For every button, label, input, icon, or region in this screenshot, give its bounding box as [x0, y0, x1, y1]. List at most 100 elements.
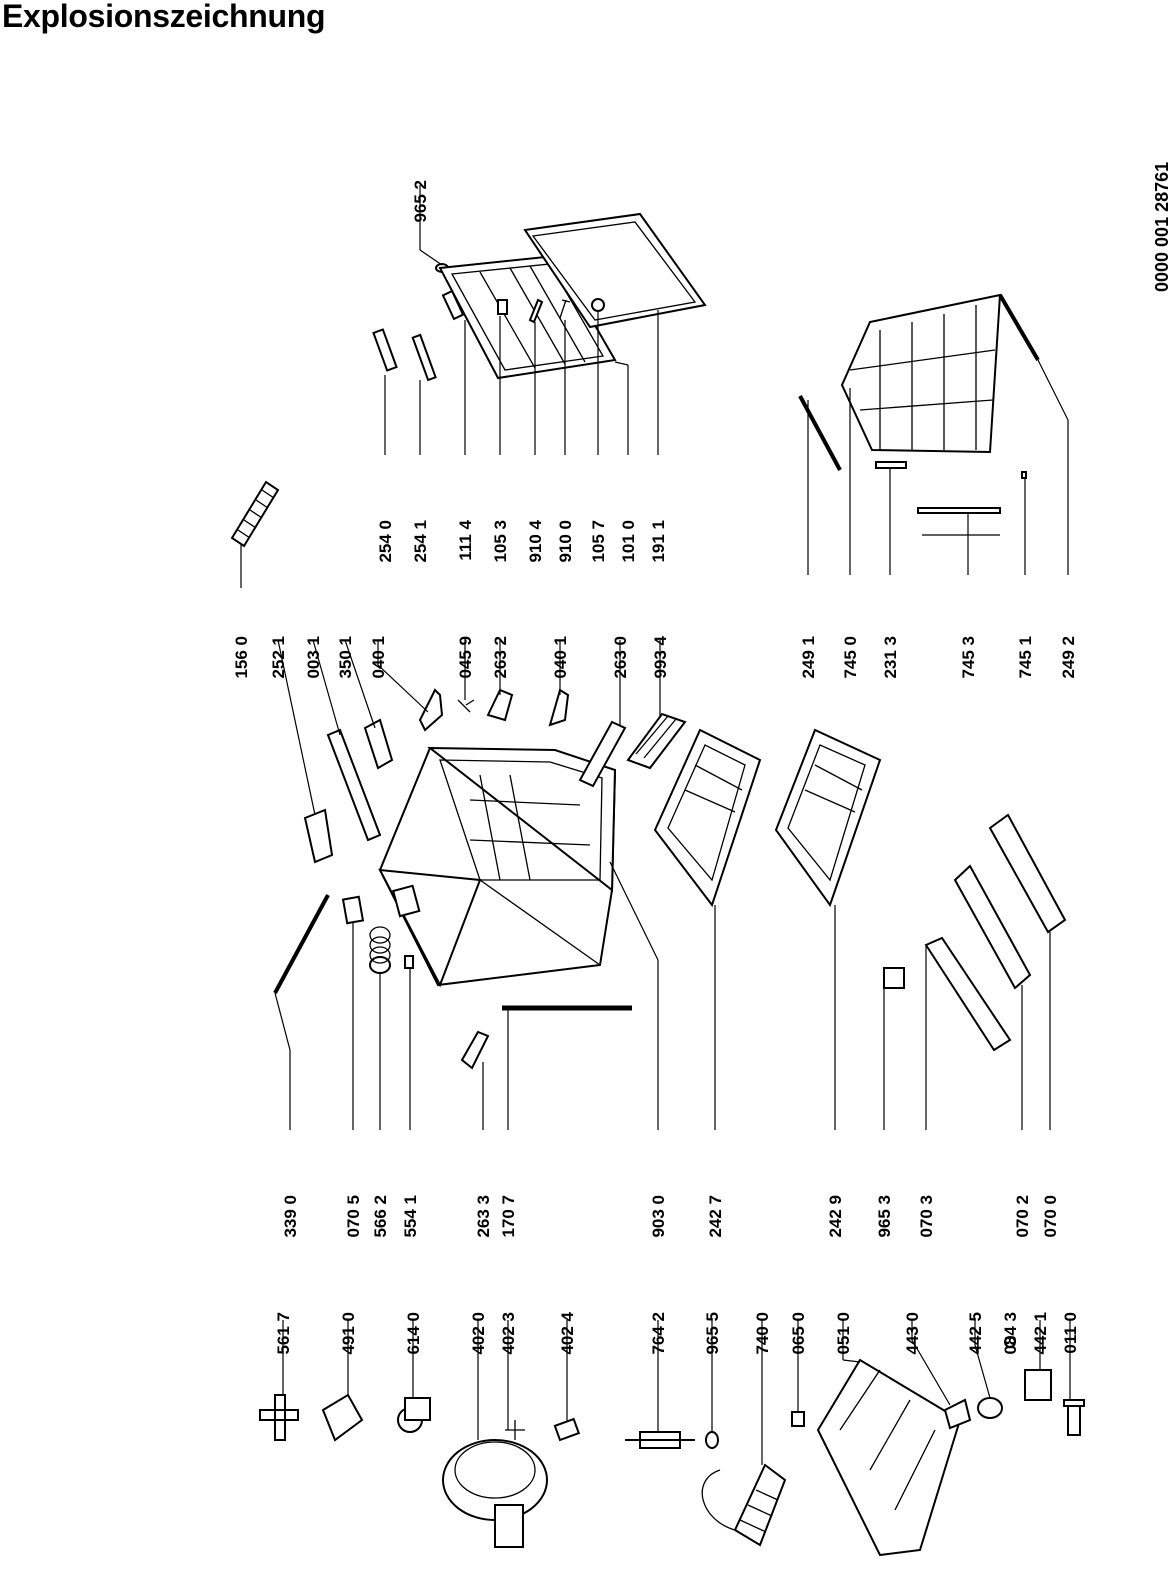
part-label: 442 5 — [966, 1312, 985, 1355]
part-label: 003 1 — [304, 636, 323, 679]
part-label: 070 3 — [917, 1195, 936, 1238]
hinge-part — [418, 688, 444, 732]
thermostat-part — [259, 1394, 299, 1441]
pin-part — [1021, 471, 1027, 479]
lamp-part — [397, 1397, 431, 1433]
small-part — [1004, 1336, 1016, 1348]
part-label: 350 1 — [336, 636, 355, 679]
small-part — [977, 1397, 1003, 1419]
bracket-part — [1024, 1369, 1052, 1401]
small-part — [441, 289, 465, 321]
document-id: 0000 001 28761 — [1152, 162, 1172, 292]
part-label: 105 3 — [491, 520, 510, 563]
panel-part — [988, 813, 1067, 934]
cover-part — [578, 720, 627, 788]
part-label: 051 0 — [834, 1312, 853, 1355]
rod-part — [273, 894, 330, 994]
leader-lines — [240, 185, 1071, 1465]
small-part — [705, 1431, 719, 1449]
part-label: 065 0 — [789, 1312, 808, 1355]
rail-part — [303, 808, 334, 864]
part-label: 111 4 — [456, 519, 475, 560]
part-label: 903 0 — [649, 1195, 668, 1238]
part-label: 191 1 — [649, 520, 668, 563]
part-label: 402 3 — [499, 1312, 518, 1355]
small-part — [404, 955, 414, 969]
part-label: 040 1 — [369, 636, 388, 679]
handle-part — [372, 328, 398, 372]
part-label: 040 1 — [551, 636, 570, 679]
part-label: 070 0 — [1041, 1195, 1060, 1238]
hinge-part — [363, 718, 394, 770]
part-label: 339 0 — [281, 1195, 300, 1238]
part-label: 561 7 — [274, 1312, 293, 1355]
part-label: 993 4 — [651, 635, 670, 678]
part-label: 442 1 — [1031, 1312, 1050, 1355]
part-label: 170 7 — [499, 1195, 518, 1238]
hinge-part — [548, 688, 570, 727]
part-label: 084 3 — [1001, 1312, 1020, 1355]
screw-part — [528, 298, 544, 324]
compressor-part — [442, 1439, 548, 1548]
screw-part — [457, 699, 475, 713]
part-label: 263 3 — [474, 1195, 493, 1238]
coil-part — [369, 926, 391, 974]
part-label: 910 4 — [526, 519, 545, 562]
strip-part — [998, 293, 1040, 362]
part-label: 491 0 — [339, 1312, 358, 1355]
drawer-part — [653, 728, 762, 908]
relay-part — [321, 1393, 364, 1442]
part-label: 254 0 — [376, 520, 395, 563]
part-label: 105 7 — [589, 520, 608, 563]
small-part — [341, 895, 365, 925]
panel-part — [924, 936, 1012, 1052]
drawer-part — [774, 728, 882, 908]
part-label: 554 1 — [401, 1195, 420, 1238]
clip-part — [553, 1417, 581, 1442]
bar-part — [875, 461, 907, 469]
page-title: Explosionszeichnung — [2, 0, 326, 34]
bracket-part — [486, 688, 514, 722]
part-label: 443 0 — [903, 1312, 922, 1355]
part-label: 745 0 — [841, 636, 860, 679]
small-part — [791, 1411, 805, 1427]
part-label: 910 0 — [556, 520, 575, 563]
part-label: 252 1 — [269, 636, 288, 679]
part-labels: 965 2 254 0 254 1 111 4 105 3 910 4 910 … — [232, 180, 1080, 1355]
part-label: 745 1 — [1016, 636, 1035, 679]
small-part — [497, 299, 508, 315]
handle-part — [411, 333, 437, 382]
small-part — [591, 298, 605, 312]
part-label: 745 3 — [959, 636, 978, 679]
part-label: 242 9 — [826, 1195, 845, 1238]
ice-tray-part — [230, 480, 280, 548]
part-label: 263 0 — [611, 636, 630, 679]
part-label: 740 0 — [753, 1312, 772, 1355]
condenser-part — [701, 1463, 787, 1547]
part-label: 614 0 — [404, 1312, 423, 1355]
basket-part — [840, 293, 1002, 454]
rod-part — [917, 507, 1001, 514]
part-label: 263 2 — [491, 636, 510, 679]
gasket-part — [523, 212, 707, 329]
screw-part — [559, 299, 571, 319]
part-drawings — [230, 212, 1085, 1557]
panel-part — [953, 864, 1032, 990]
part-label: 231 3 — [881, 636, 900, 679]
part-label: 156 0 — [232, 636, 251, 679]
cabinet-part — [378, 746, 617, 988]
part-label: 402 0 — [469, 1312, 488, 1355]
base-part — [816, 1358, 962, 1557]
grille-part — [626, 712, 687, 770]
small-part — [943, 1398, 972, 1430]
part-label: 249 1 — [799, 636, 818, 679]
part-label: 566 2 — [371, 1195, 390, 1238]
part-label: 045 9 — [456, 636, 475, 679]
part-label: 254 1 — [411, 520, 430, 563]
part-label: 965 5 — [703, 1312, 722, 1355]
part-label: 402 4 — [558, 1311, 577, 1354]
strip-part — [798, 395, 842, 471]
part-label: 764 2 — [649, 1312, 668, 1355]
bracket-part — [460, 1030, 490, 1070]
